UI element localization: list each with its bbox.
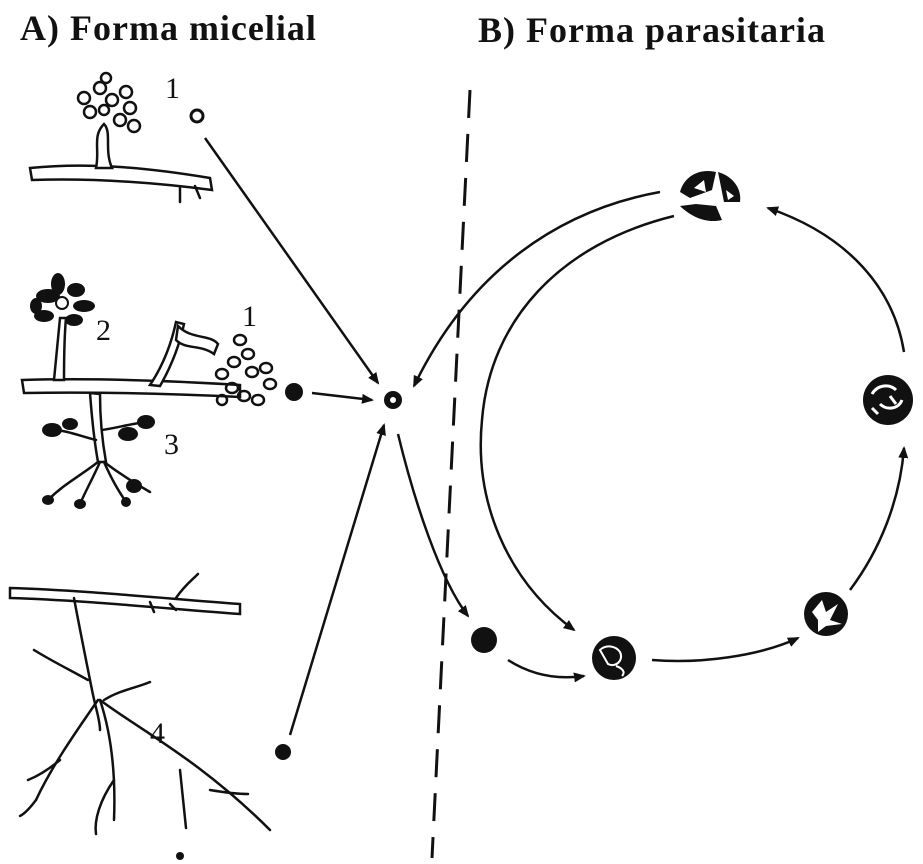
- spore-middle: [285, 383, 303, 401]
- dot-bottom: [176, 852, 184, 860]
- hypha-with-sporangium: [30, 73, 212, 202]
- label-3: 3: [164, 428, 179, 461]
- arrow-top-to-center: [205, 138, 378, 383]
- yeast-cell: [471, 627, 497, 653]
- hypha-with-conidiophores: [22, 273, 276, 509]
- mature-spherule: [863, 375, 913, 425]
- developing-spherule: [804, 592, 848, 636]
- spore-bottom: [275, 744, 291, 760]
- hypha-with-branching-filaments: [10, 574, 270, 834]
- title-parasitic-form: B) Forma parasitaria: [478, 10, 826, 50]
- label-1-mid: 1: [242, 300, 257, 333]
- central-spore-core: [390, 397, 396, 403]
- arrow-release-inner: [481, 216, 674, 630]
- spore-top: [191, 110, 203, 122]
- ruptured-spherule: [680, 171, 740, 221]
- arrow-middle-to-center: [312, 393, 372, 400]
- arrow-spherule-2-to-3: [850, 448, 904, 590]
- arrow-bottom-to-center: [290, 425, 384, 735]
- arrow-release-outer: [414, 192, 660, 386]
- arrow-spherule-1-to-2: [652, 638, 798, 661]
- arrow-yeast-to-spherule: [508, 660, 584, 677]
- arrow-spherule-3-to-4: [768, 208, 904, 352]
- label-1-top: 1: [165, 72, 180, 105]
- label-2: 2: [96, 314, 111, 347]
- young-spherule: [592, 636, 636, 680]
- divider-dashed-line: [432, 90, 470, 858]
- arrow-center-to-yeast: [398, 434, 468, 616]
- label-4: 4: [150, 717, 165, 750]
- title-mycelial-form: A) Forma micelial: [20, 8, 317, 48]
